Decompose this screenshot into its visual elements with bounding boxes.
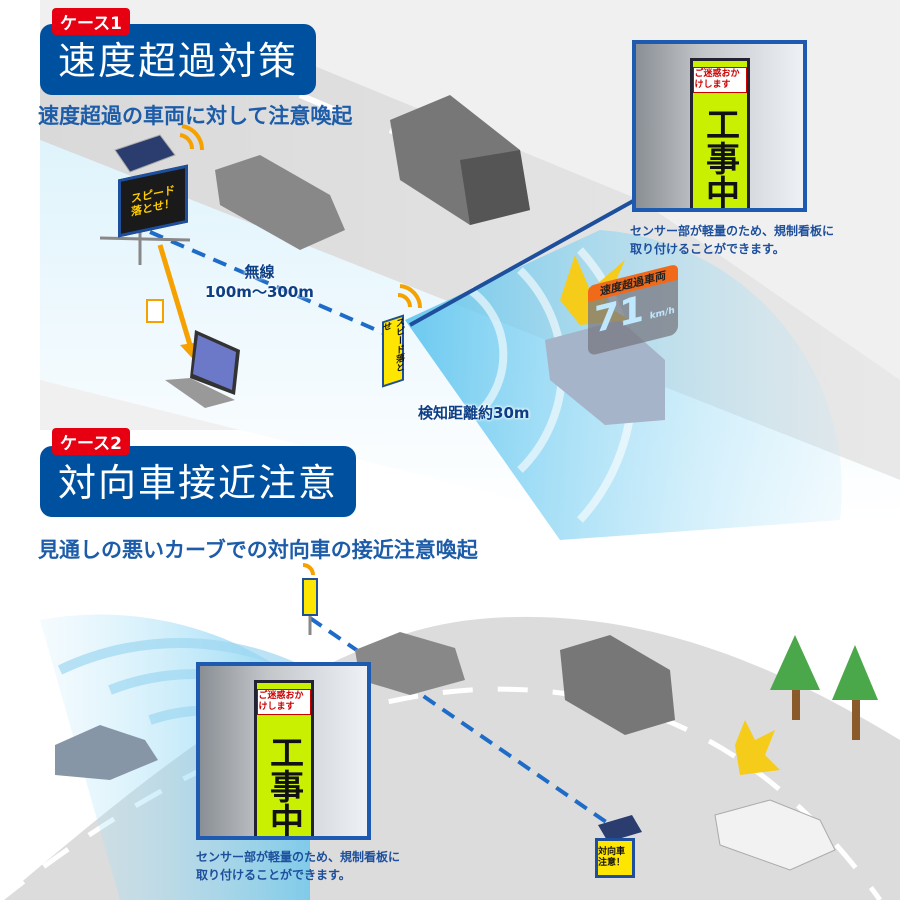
wireless-range: 100m〜300m [205,283,314,301]
board-text: 工事中 [699,107,740,209]
document-icon [146,299,164,323]
board-text-2: 工事中 [263,735,304,837]
wireless-link-line-2 [308,616,627,837]
car-curve [355,632,465,695]
solar-panel-icon-2 [598,815,642,842]
wireless-link-line [149,230,389,337]
case2-caption: センサー部が軽量のため、規制看板に 取り付けることができます。 [196,848,400,884]
van-bottom [560,635,675,735]
stand-sign: スピード落とせ [381,314,404,388]
curve-sensor-sign [302,578,318,616]
case1-tag: ケース1 [52,8,130,35]
case1-subtitle: 速度超過の車両に対して注意喚起 [38,104,353,128]
detect-distance-label: 検知距離約30m [418,404,530,422]
wireless-label: 無線 100m〜300m [205,262,314,302]
case1-title: 速度超過対策 [40,24,317,95]
board-small-text: ご迷惑おかけします [692,67,747,93]
laptop-icon [165,330,240,408]
tree-icon [770,635,878,740]
alert-burst-bottom [735,720,780,775]
construction-board-2: ご迷惑おかけします 工事中 [253,680,314,837]
case2-title: 対向車接近注意 [40,446,357,517]
wireless-text: 無線 [244,263,275,281]
minivan-detected [545,320,665,425]
caption2-line2: 取り付けることができます。 [196,868,351,882]
car-white [714,799,836,871]
van-top [390,95,530,225]
sensor-photo-2: ご迷惑おかけします 工事中 [196,662,371,840]
speed-unit: km/h [649,305,675,322]
data-arrow [157,244,193,346]
solar-panel-icon [114,134,176,173]
board-small-text-2: ご迷惑おかけします [256,689,311,715]
caption2-line1: センサー部が軽量のため、規制看板に [196,850,401,864]
case2-tag: ケース2 [52,428,130,455]
car-top [215,155,345,250]
sensor-photo-1: ご迷惑おかけします 工事中 [632,40,807,212]
car-approaching [55,725,158,780]
callout-line [409,198,636,327]
construction-board: ご迷惑おかけします 工事中 [689,58,750,209]
caption-line1: センサー部が軽量のため、規制看板に [630,224,835,238]
case1-caption: センサー部が軽量のため、規制看板に 取り付けることができます。 [630,222,834,258]
case2-subtitle: 見通しの悪いカーブでの対向車の接近注意喚起 [38,538,478,562]
caption-line2: 取り付けることができます。 [630,242,785,256]
oncoming-led-sign: 対向車注意！ [595,838,635,878]
